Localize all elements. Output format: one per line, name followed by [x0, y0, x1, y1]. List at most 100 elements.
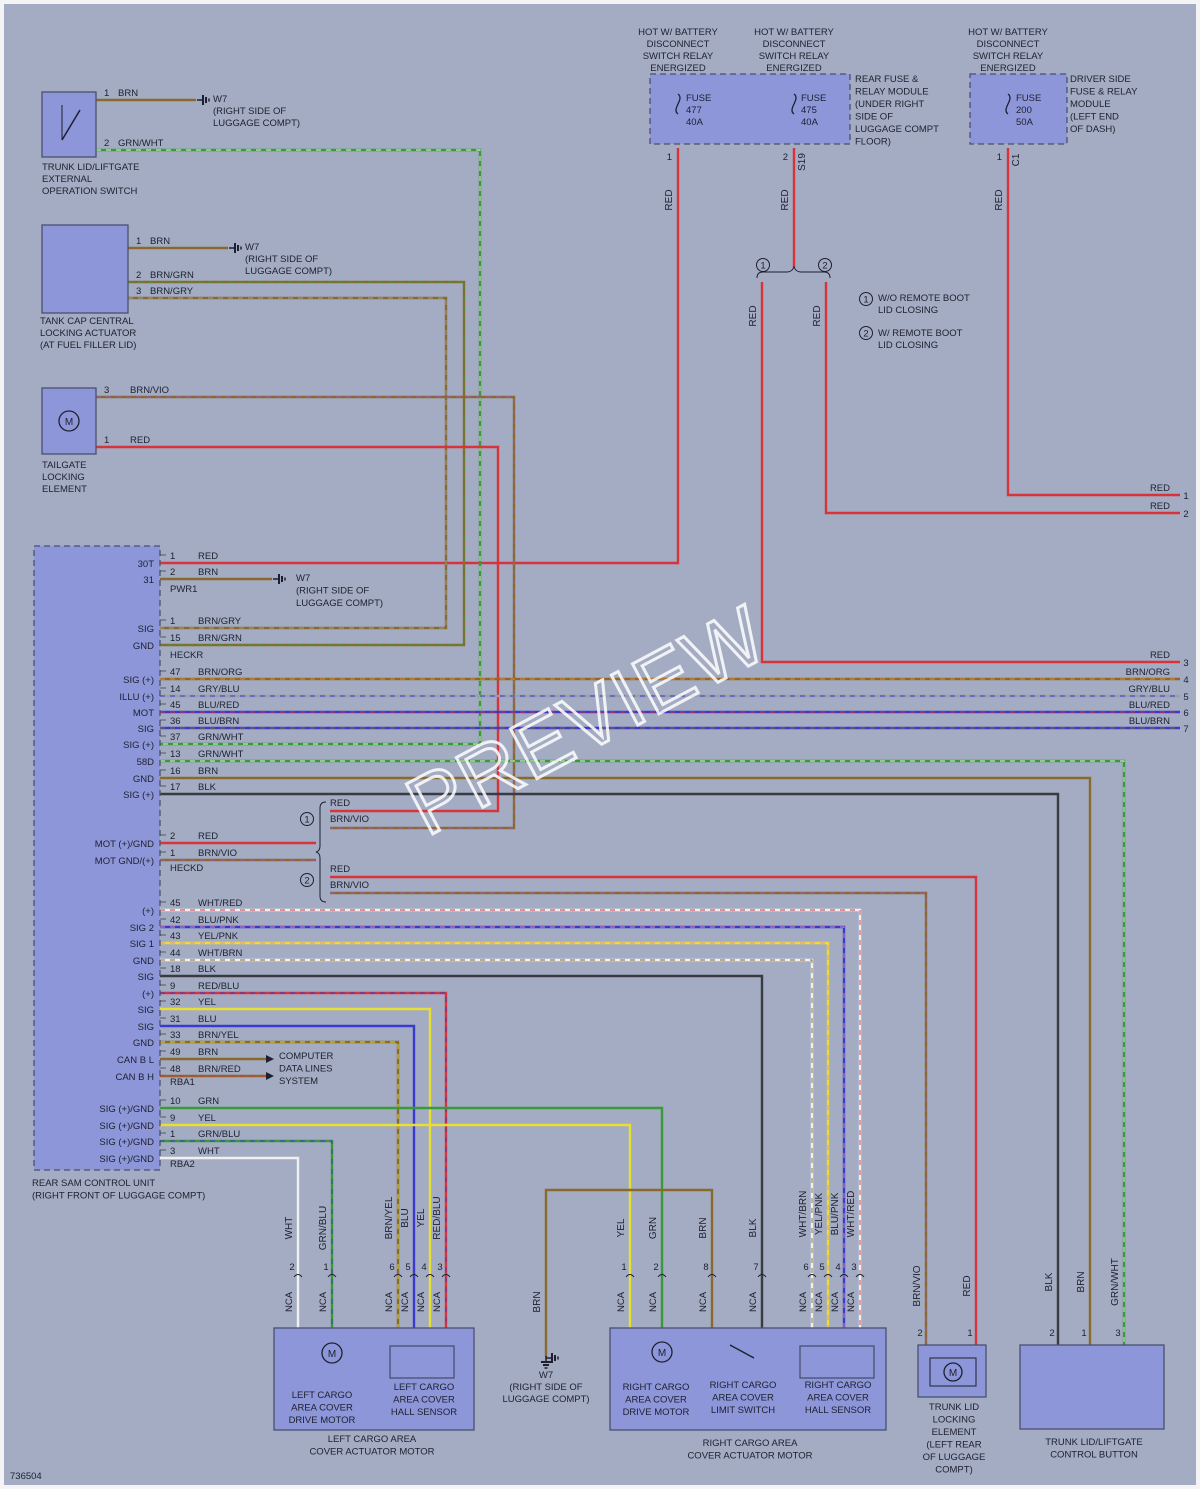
component-label: EXTERNAL [42, 174, 92, 185]
can-arrow-icon [266, 1055, 274, 1063]
ground-label: W7 [296, 573, 310, 584]
note-number: 2 [822, 261, 827, 272]
ground-label: LUGGAGE COMPT) [245, 266, 332, 277]
hot-label: ENERGIZED [766, 63, 822, 74]
sam-pin-number: 15 [170, 633, 181, 644]
component-label: DATA LINES [279, 1064, 333, 1075]
wire-rlimit-7 [160, 974, 764, 1328]
wire-color: BLK [198, 782, 217, 793]
wire-color: BRN [150, 236, 170, 247]
fuse-label: 50A [1016, 117, 1034, 128]
wire-color-label: BRN [698, 1217, 709, 1238]
motor-icon [651, 1341, 673, 1363]
sam-pin-function: SIG (+)/GND [99, 1154, 154, 1165]
note-circle-icon [300, 873, 314, 887]
left-cargo-actuator [273, 1327, 475, 1431]
wire-color-label: RED [664, 189, 675, 210]
component-label: RIGHT CARGO [710, 1380, 777, 1391]
ground-label: LUGGAGE COMPT) [502, 1394, 589, 1405]
wire-tailgate-3-stripe [96, 396, 515, 829]
note-circle-icon [859, 292, 873, 306]
tailgate-lock-box [41, 387, 97, 455]
sam-control-unit [33, 545, 161, 1171]
nca-label: NCA [318, 1291, 329, 1312]
sam-pin-function: SIG [138, 624, 154, 635]
sam-pin-function: SIG (+)/GND [99, 1121, 154, 1132]
sam-pin-number: 1 [170, 1129, 175, 1140]
component-label: REAR SAM CONTROL UNIT [32, 1178, 155, 1189]
nca-label: NCA [798, 1291, 809, 1312]
module-label: (LEFT END [1070, 112, 1119, 123]
sam-pin-number: 32 [170, 997, 181, 1008]
nca-label: NCA [400, 1291, 411, 1312]
wire-color: WHT/RED [198, 898, 242, 909]
wire-lmotor-1-stripe [160, 1140, 333, 1328]
hot-label: SWITCH RELAY [643, 51, 714, 62]
pin-number: 2 [783, 152, 788, 163]
component-label: LEFT CARGO [292, 1390, 353, 1401]
sam-pin-number: 9 [170, 981, 175, 992]
sam-pin-number: 31 [170, 1014, 181, 1025]
component-label: TANK CAP CENTRAL [40, 316, 134, 327]
motor-icon [58, 410, 80, 432]
ground-label: (RIGHT SIDE OF [213, 106, 286, 117]
sam-pin-function: SIG (+)/GND [99, 1137, 154, 1148]
pin-number: 8 [703, 1262, 708, 1273]
hot-label: ENERGIZED [980, 63, 1036, 74]
tank-cap-box [41, 224, 129, 314]
sam-pin-number: 36 [170, 716, 181, 727]
ground-label: LUGGAGE COMPT) [296, 598, 383, 609]
sam-pin-function: 30T [138, 559, 155, 570]
motor-symbol: M [658, 1348, 666, 1359]
wire-color-label: WHT/BRN [798, 1191, 809, 1238]
component-label: LOCKING [933, 1415, 976, 1426]
wire-color-label: YEL [416, 1208, 427, 1227]
driver-fuse-module [969, 73, 1068, 145]
wire-color: WHT/BRN [198, 948, 242, 959]
pin-number: 3 [851, 1262, 856, 1273]
sam-pin-number: 1 [170, 848, 175, 859]
hot-label: SWITCH RELAY [973, 51, 1044, 62]
connector-label: RBA2 [170, 1159, 195, 1170]
wire-color: WHT [198, 1146, 220, 1157]
fuse-label: 477 [686, 105, 702, 116]
sam-pin-function: (+) [142, 989, 154, 1000]
wire-color: BRN [198, 766, 218, 777]
exit-color: GRY/BLU [1128, 684, 1170, 695]
connector-icon [425, 1274, 435, 1278]
wire-lhall-5 [160, 1024, 416, 1328]
nca-label: NCA [648, 1291, 659, 1312]
wire-color-label: BLK [1044, 1272, 1055, 1291]
can-arrow-icon [266, 1072, 274, 1080]
note-number: 1 [760, 261, 765, 272]
sam-pin-function: MOT GND/(+) [95, 856, 154, 867]
sam-pin-function: GND [133, 774, 154, 785]
note-circle-icon [859, 326, 873, 340]
component-label: COMPT) [935, 1465, 972, 1476]
wire-color: BRN/GRY [198, 616, 242, 627]
note-circle-icon [300, 812, 314, 826]
wire-trunklock-1 [330, 875, 978, 1345]
motor-icon [321, 1342, 343, 1364]
sam-pin-number: 45 [170, 898, 181, 909]
wire-color-label: WHT/RED [846, 1191, 857, 1238]
nca-label: NCA [432, 1291, 443, 1312]
component-label: AREA COVER [807, 1393, 869, 1404]
fuse-label: 200 [1016, 105, 1032, 116]
hot-label: SWITCH RELAY [759, 51, 830, 62]
connector-icon [757, 1274, 767, 1278]
connector-icon [839, 1274, 849, 1278]
right-cargo-actuator [609, 1327, 887, 1431]
fuse-477-icon [675, 93, 681, 115]
wire-color: RED [330, 864, 350, 875]
pin-number: 6 [389, 1262, 394, 1273]
wire-color-label: RED [994, 189, 1005, 210]
sam-pin-function: GND [133, 1038, 154, 1049]
wire-color: BLU/RED [198, 700, 239, 711]
wire-button-2 [160, 792, 1060, 1345]
alt-brace [315, 801, 327, 903]
wire-color: BRN/ORG [198, 667, 242, 678]
wire-color-label: RED [812, 305, 823, 326]
wire-color: BRN/VIO [330, 880, 369, 891]
